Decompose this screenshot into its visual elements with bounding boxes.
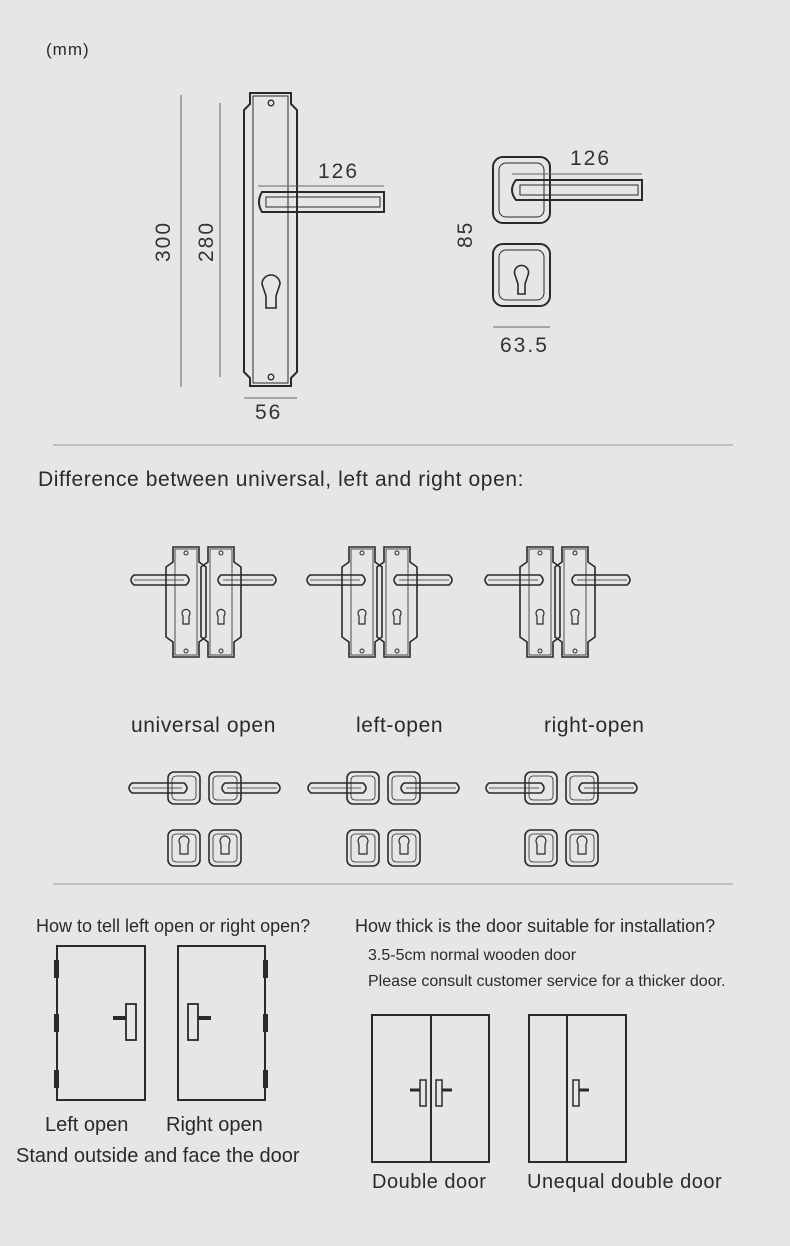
open-types-heading: Difference between universal, left and r… (38, 468, 525, 491)
right-open-label: right-open (544, 714, 645, 737)
right-open-plate-pair (484, 546, 631, 658)
plate-handle-drawing (180, 92, 385, 399)
universal-open-label: universal open (131, 714, 276, 737)
right-open-door-label: Right open (166, 1114, 263, 1136)
rosette-handle-length-dimension: 126 (570, 147, 612, 170)
universal-open-rosette-pair (128, 771, 281, 867)
thickness-heading: How thick is the door suitable for insta… (355, 916, 716, 936)
tell-heading: How to tell left open or right open? (36, 916, 311, 936)
right-open-rosette-pair (485, 771, 638, 867)
left-open-door-label: Left open (45, 1114, 129, 1136)
rosette-width-dimension: 63.5 (500, 334, 549, 357)
hole-spacing-dimension: 280 (195, 220, 218, 262)
rosette-handle-drawing (492, 156, 643, 328)
unit-label: (mm) (46, 40, 90, 59)
plate-width-dimension: 56 (255, 401, 283, 424)
thickness-line-1: 3.5-5cm normal wooden door (368, 947, 577, 964)
unequal-double-door-label: Unequal double door (527, 1171, 723, 1193)
thickness-line-2: Please consult customer service for a th… (368, 973, 726, 990)
left-open-plate-pair (306, 546, 453, 658)
left-open-rosette-pair (307, 771, 460, 867)
unequal-double-door (528, 1014, 627, 1163)
double-door-label: Double door (372, 1171, 487, 1193)
left-open-label: left-open (356, 714, 444, 737)
universal-open-plate-pair (130, 546, 277, 658)
total-height-dimension: 300 (152, 220, 175, 262)
rosette-height-dimension: 85 (454, 220, 477, 248)
left-open-door (54, 945, 146, 1101)
stand-outside-note: Stand outside and face the door (16, 1145, 300, 1167)
right-open-door (177, 945, 268, 1101)
double-door (371, 1014, 490, 1163)
handle-length-dimension: 126 (318, 160, 360, 183)
